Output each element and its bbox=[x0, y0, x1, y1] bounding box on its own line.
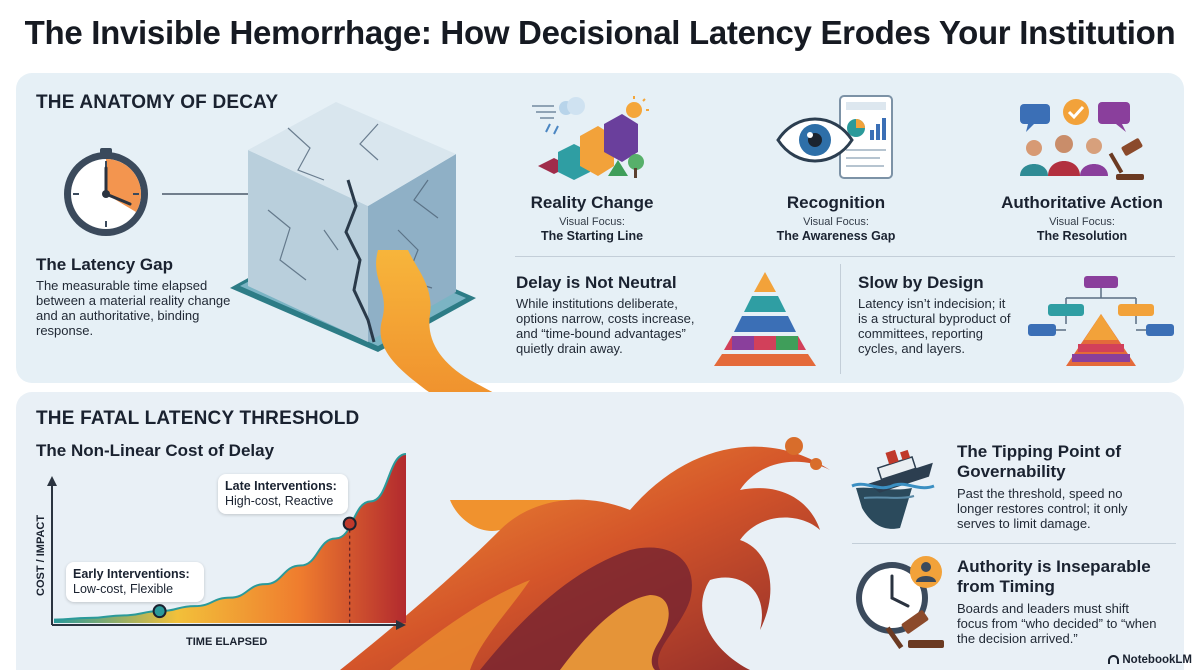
stage-reality-focus: The Starting Line bbox=[540, 229, 644, 243]
molten-wave bbox=[340, 437, 830, 670]
stage-recognition-focus: The Awareness Gap bbox=[776, 229, 896, 243]
latency-gap-text: The measurable time elapsed between a ma… bbox=[36, 278, 231, 338]
cost-area bbox=[54, 454, 406, 623]
late-callout: Late Interventions: High-cost, Reactive bbox=[218, 474, 348, 514]
pyramid-icon bbox=[714, 272, 816, 366]
early-intervention-point bbox=[152, 604, 167, 619]
brand-text: NotebookLM bbox=[1122, 654, 1192, 666]
page-title: The Invisible Hemorrhage: How Decisional… bbox=[24, 14, 1176, 51]
org-chart-icon bbox=[1028, 276, 1174, 366]
tipping-text: Past the threshold, speed no longer rest… bbox=[957, 486, 1128, 531]
bar-chart-weather-icon bbox=[532, 96, 649, 180]
x-axis-arrow bbox=[396, 620, 406, 630]
y-axis-arrow bbox=[47, 476, 57, 486]
brand-logo-icon bbox=[1108, 655, 1120, 664]
early-label: Early Interventions: bbox=[73, 567, 190, 581]
clock-icon bbox=[64, 148, 148, 236]
slow-text: Latency isn’t indecision; it is a struct… bbox=[858, 296, 1011, 356]
stage-reality-title: Reality Change bbox=[530, 193, 654, 212]
stage-action-focus-label: Visual Focus: bbox=[1049, 216, 1115, 228]
early-callout: Early Interventions: Low-cost, Flexible bbox=[66, 562, 204, 602]
delay-title: Delay is Not Neutral bbox=[516, 273, 677, 292]
late-label: Late Interventions: bbox=[225, 479, 337, 493]
x-axis-label: TIME ELAPSED bbox=[186, 636, 267, 648]
stage-recognition-title: Recognition bbox=[786, 193, 886, 212]
eye-report-icon bbox=[776, 95, 893, 179]
clock-gavel-icon bbox=[856, 556, 944, 649]
delay-text: While institutions deliberate, options n… bbox=[516, 296, 695, 356]
tipping-title: The Tipping Point of Governability bbox=[957, 442, 1121, 481]
latency-gap-title: The Latency Gap bbox=[36, 255, 173, 274]
authority-title: Authority is Inseparable from Timing bbox=[957, 557, 1151, 596]
cost-chart: COST / IMPACT TIME ELAPSED bbox=[35, 453, 407, 648]
anatomy-panel bbox=[16, 73, 1184, 383]
stage-action-focus: The Resolution bbox=[1036, 229, 1128, 243]
chart-title: The Non-Linear Cost of Delay bbox=[36, 441, 275, 460]
divider bbox=[515, 256, 1175, 257]
y-axis-label: COST / IMPACT bbox=[35, 515, 47, 596]
threshold-heading: THE FATAL LATENCY THRESHOLD bbox=[36, 408, 360, 429]
early-text: Low-cost, Flexible bbox=[73, 582, 174, 596]
slow-title: Slow by Design bbox=[858, 273, 984, 292]
cost-curve bbox=[53, 453, 407, 621]
late-text: High-cost, Reactive bbox=[225, 494, 334, 508]
stage-recognition-focus-label: Visual Focus: bbox=[803, 216, 869, 228]
divider bbox=[840, 264, 841, 374]
divider bbox=[852, 543, 1176, 544]
meeting-gavel-icon bbox=[1020, 99, 1144, 180]
authority-text: Boards and leaders must shift focus from… bbox=[957, 601, 1157, 646]
brand-label: NotebookLM bbox=[1108, 654, 1192, 666]
anatomy-heading: THE ANATOMY OF DECAY bbox=[36, 92, 279, 113]
sinking-ship-icon bbox=[851, 449, 935, 529]
stage-action-title: Authoritative Action bbox=[1001, 193, 1163, 212]
late-intervention-point bbox=[342, 516, 357, 531]
stage-reality-focus-label: Visual Focus: bbox=[559, 216, 625, 228]
